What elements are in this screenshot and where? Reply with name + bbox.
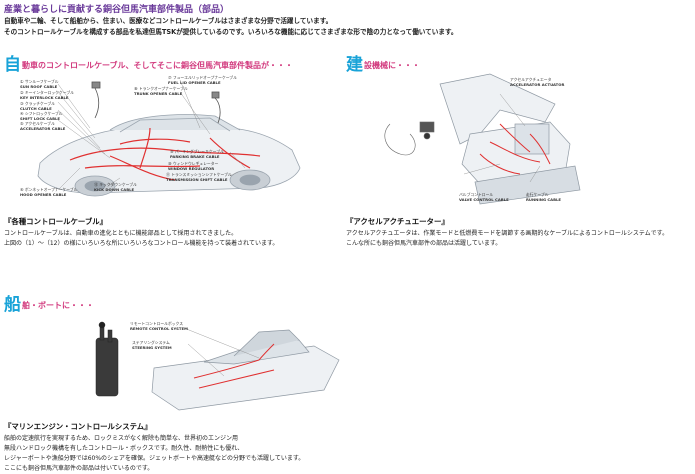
car-illustration xyxy=(37,79,301,197)
car-heading: 自動車のコントロールケーブル、そしてそこに銅谷但馬汽車部件製品が・・・ xyxy=(4,50,293,75)
car-heading-initial: 自 xyxy=(4,55,21,75)
construction-description: アクセルアクチュエータは、作業モードと低燃費モードを調節する画期的なケーブルによ… xyxy=(346,230,669,247)
boat-illustration xyxy=(95,321,340,411)
construction-heading-initial: 建 xyxy=(346,55,363,75)
construction-heading-text: 設機械に・・・ xyxy=(364,61,420,70)
construction-heading: 建設機械に・・・ xyxy=(346,50,420,75)
car-section-title: 『各種コントロールケーブル』 xyxy=(4,217,108,226)
intro-line-2: そのコントロールケーブルを構成する部品を私達但馬TSKが提供しているのです。いろ… xyxy=(4,28,458,36)
boat-heading-text: 舶・ボートに・・・ xyxy=(22,301,94,310)
boat-description: 船舶の定速航行を実現するため、ロックミスがなく解除も簡単な、世界初のエンジン用 … xyxy=(4,435,305,472)
intro-line-1: 自動車や二輪、そして船舶から、住まい、医療などコントロールケーブルはさまざまな分… xyxy=(4,17,333,25)
boat-heading: 船舶・ボートに・・・ xyxy=(4,290,94,315)
intro-text: 自動車や二輪、そして船舶から、住まい、医療などコントロールケーブルはさまざまな分… xyxy=(4,16,458,38)
construction-section-title: 『アクセルアクチュエーター』 xyxy=(346,217,449,226)
car-description: コントロールケーブルは、自動車の進化とともに機能部品として採用されてきました。 … xyxy=(4,230,279,247)
page-title: 産業と暮らしに貢献する銅谷但馬汽車部件製品（部品） xyxy=(4,5,230,15)
boat-section-title: 『マリンエンジン・コントロールシステム』 xyxy=(4,422,152,431)
car-heading-text: 動車のコントロールケーブル、そしてそこに銅谷但馬汽車部件製品が・・・ xyxy=(22,61,294,70)
boat-heading-initial: 船 xyxy=(4,295,21,315)
excavator-illustration xyxy=(384,73,581,205)
